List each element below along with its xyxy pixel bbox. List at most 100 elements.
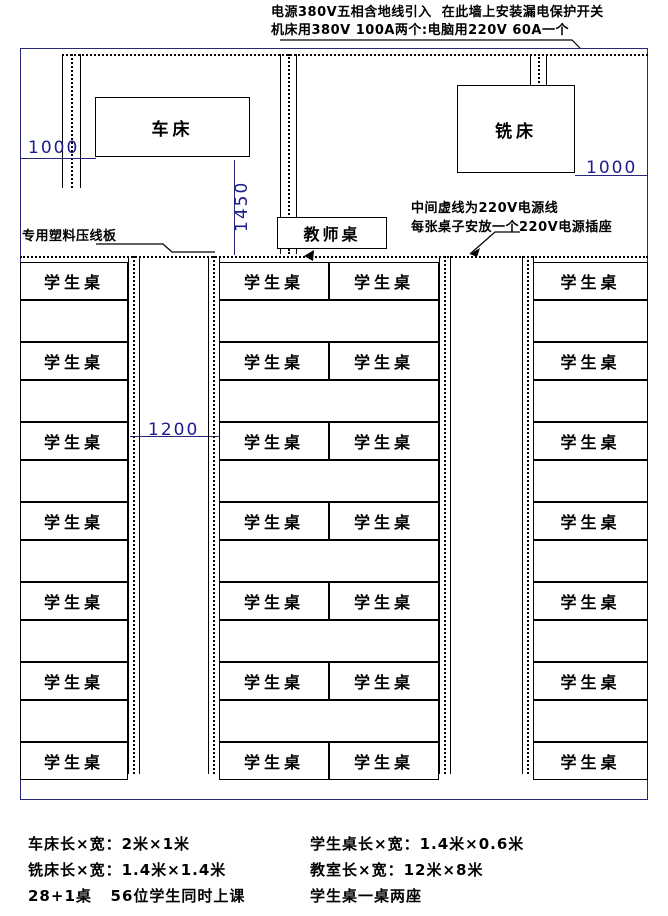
seat-band-middle-pair — [219, 380, 439, 422]
leader-top-note — [280, 39, 581, 49]
student-desk[interactable]: 学生桌 — [533, 342, 648, 380]
student-desk-label: 学生桌 — [243, 273, 304, 292]
student-desk[interactable]: 学生桌 — [329, 262, 439, 300]
student-desk[interactable]: 学生桌 — [20, 422, 128, 460]
seat-band — [533, 300, 648, 342]
legend-row2-col1: 铣床长×宽：1.4米×1.4米 — [28, 861, 227, 879]
machine-mill-label: 铣床 — [495, 121, 537, 142]
seat-band — [533, 460, 648, 502]
aisle-rail-2a — [208, 256, 209, 774]
aisle-rail-3b — [450, 256, 451, 774]
student-desk[interactable]: 学生桌 — [219, 422, 329, 460]
power-line-aisle-1 — [133, 256, 135, 774]
student-desk[interactable]: 学生桌 — [20, 662, 128, 700]
machine-lathe-label: 车床 — [151, 119, 194, 140]
conduit-rail-mid-a — [280, 54, 281, 254]
legend-row3-col1: 28+1桌 56位学生同时上课 — [28, 887, 246, 905]
student-desk[interactable]: 学生桌 — [329, 422, 439, 460]
student-desk-label: 学生桌 — [43, 673, 104, 692]
power-line-aisle-2 — [213, 256, 215, 774]
seat-band — [20, 300, 128, 342]
student-desk-label: 学生桌 — [560, 433, 621, 452]
dim-1450: 1450 — [232, 180, 252, 232]
student-desk[interactable]: 学生桌 — [219, 662, 329, 700]
machine-lathe[interactable]: 车床 — [95, 97, 250, 157]
student-desk-label: 学生桌 — [560, 513, 621, 532]
student-desk[interactable]: 学生桌 — [533, 262, 648, 300]
dim-1200: 1200 — [148, 420, 200, 440]
student-desk[interactable]: 学生桌 — [533, 422, 648, 460]
dim-line-1450 — [234, 160, 235, 255]
seat-band — [533, 700, 648, 742]
student-desk[interactable]: 学生桌 — [533, 742, 648, 780]
dim-line-right-1000 — [575, 175, 648, 176]
seat-band — [20, 380, 128, 422]
seat-band — [20, 540, 128, 582]
student-desk[interactable]: 学生桌 — [20, 342, 128, 380]
seat-band-middle-pair — [219, 300, 439, 342]
power-bus-horizontal — [62, 54, 648, 56]
student-desk-label: 学生桌 — [560, 273, 621, 292]
seat-band-middle-pair — [219, 460, 439, 502]
student-desk-label: 学生桌 — [243, 593, 304, 612]
conduit-rail-right-a — [530, 54, 531, 94]
note-mid-line1: 中间虚线为220V电源线 — [411, 201, 559, 216]
student-desk[interactable]: 学生桌 — [533, 502, 648, 540]
student-desk[interactable]: 学生桌 — [219, 262, 329, 300]
power-line-aisle-4 — [527, 256, 529, 774]
student-desk[interactable]: 学生桌 — [329, 342, 439, 380]
seat-band — [20, 620, 128, 662]
aisle-rail-3a — [439, 256, 440, 774]
student-desk-label: 学生桌 — [560, 353, 621, 372]
student-desk-label: 学生桌 — [43, 433, 104, 452]
legend-row1-col2: 学生桌长×宽：1.4米×0.6米 — [310, 835, 525, 853]
student-desk-label: 学生桌 — [43, 753, 104, 772]
power-drop-lathe — [71, 54, 73, 188]
student-desk-label: 学生桌 — [353, 593, 414, 612]
dim-left-1000: 1000 — [28, 138, 80, 158]
student-desk[interactable]: 学生桌 — [219, 742, 329, 780]
conduit-rail-right-b — [546, 54, 547, 94]
student-desk[interactable]: 学生桌 — [329, 742, 439, 780]
conduit-rail-left-b — [80, 54, 81, 188]
seat-band-middle-pair — [219, 700, 439, 742]
student-desk[interactable]: 学生桌 — [20, 262, 128, 300]
student-desk[interactable]: 学生桌 — [219, 502, 329, 540]
power-line-aisle-3 — [444, 256, 446, 774]
dim-line-1200 — [130, 436, 220, 437]
note-left-label: 专用塑料压线板 — [22, 229, 117, 244]
student-desk-label: 学生桌 — [43, 593, 104, 612]
student-desk-label: 学生桌 — [43, 513, 104, 532]
student-desk-label: 学生桌 — [243, 433, 304, 452]
teacher-desk[interactable]: 教师桌 — [277, 217, 387, 249]
student-desk-label: 学生桌 — [243, 353, 304, 372]
seat-band — [20, 700, 128, 742]
seat-band — [533, 380, 648, 422]
legend-row2-col2: 教室长×宽：12米×8米 — [310, 861, 484, 879]
student-desk[interactable]: 学生桌 — [329, 502, 439, 540]
legend-row1-col1: 车床长×宽：2米×1米 — [28, 835, 191, 853]
dim-line-left-1000 — [20, 158, 96, 159]
student-desk[interactable]: 学生桌 — [329, 582, 439, 620]
student-desk[interactable]: 学生桌 — [219, 342, 329, 380]
student-desk-label: 学生桌 — [243, 673, 304, 692]
student-desk-label: 学生桌 — [353, 513, 414, 532]
student-desk-label: 学生桌 — [243, 513, 304, 532]
machine-mill[interactable]: 铣床 — [457, 85, 575, 173]
student-desk-label: 学生桌 — [43, 353, 104, 372]
student-desk-label: 学生桌 — [353, 433, 414, 452]
student-desk[interactable]: 学生桌 — [20, 582, 128, 620]
student-desk[interactable]: 学生桌 — [219, 582, 329, 620]
student-desk[interactable]: 学生桌 — [20, 502, 128, 540]
student-desk-label: 学生桌 — [560, 593, 621, 612]
student-desk-label: 学生桌 — [43, 273, 104, 292]
student-desk[interactable]: 学生桌 — [329, 662, 439, 700]
student-desk[interactable]: 学生桌 — [20, 742, 128, 780]
student-desk[interactable]: 学生桌 — [533, 582, 648, 620]
conduit-rail-left-a — [62, 54, 63, 188]
seat-band — [20, 460, 128, 502]
student-desk-label: 学生桌 — [353, 273, 414, 292]
student-desk[interactable]: 学生桌 — [533, 662, 648, 700]
conduit-rail-mid-b — [296, 54, 297, 254]
